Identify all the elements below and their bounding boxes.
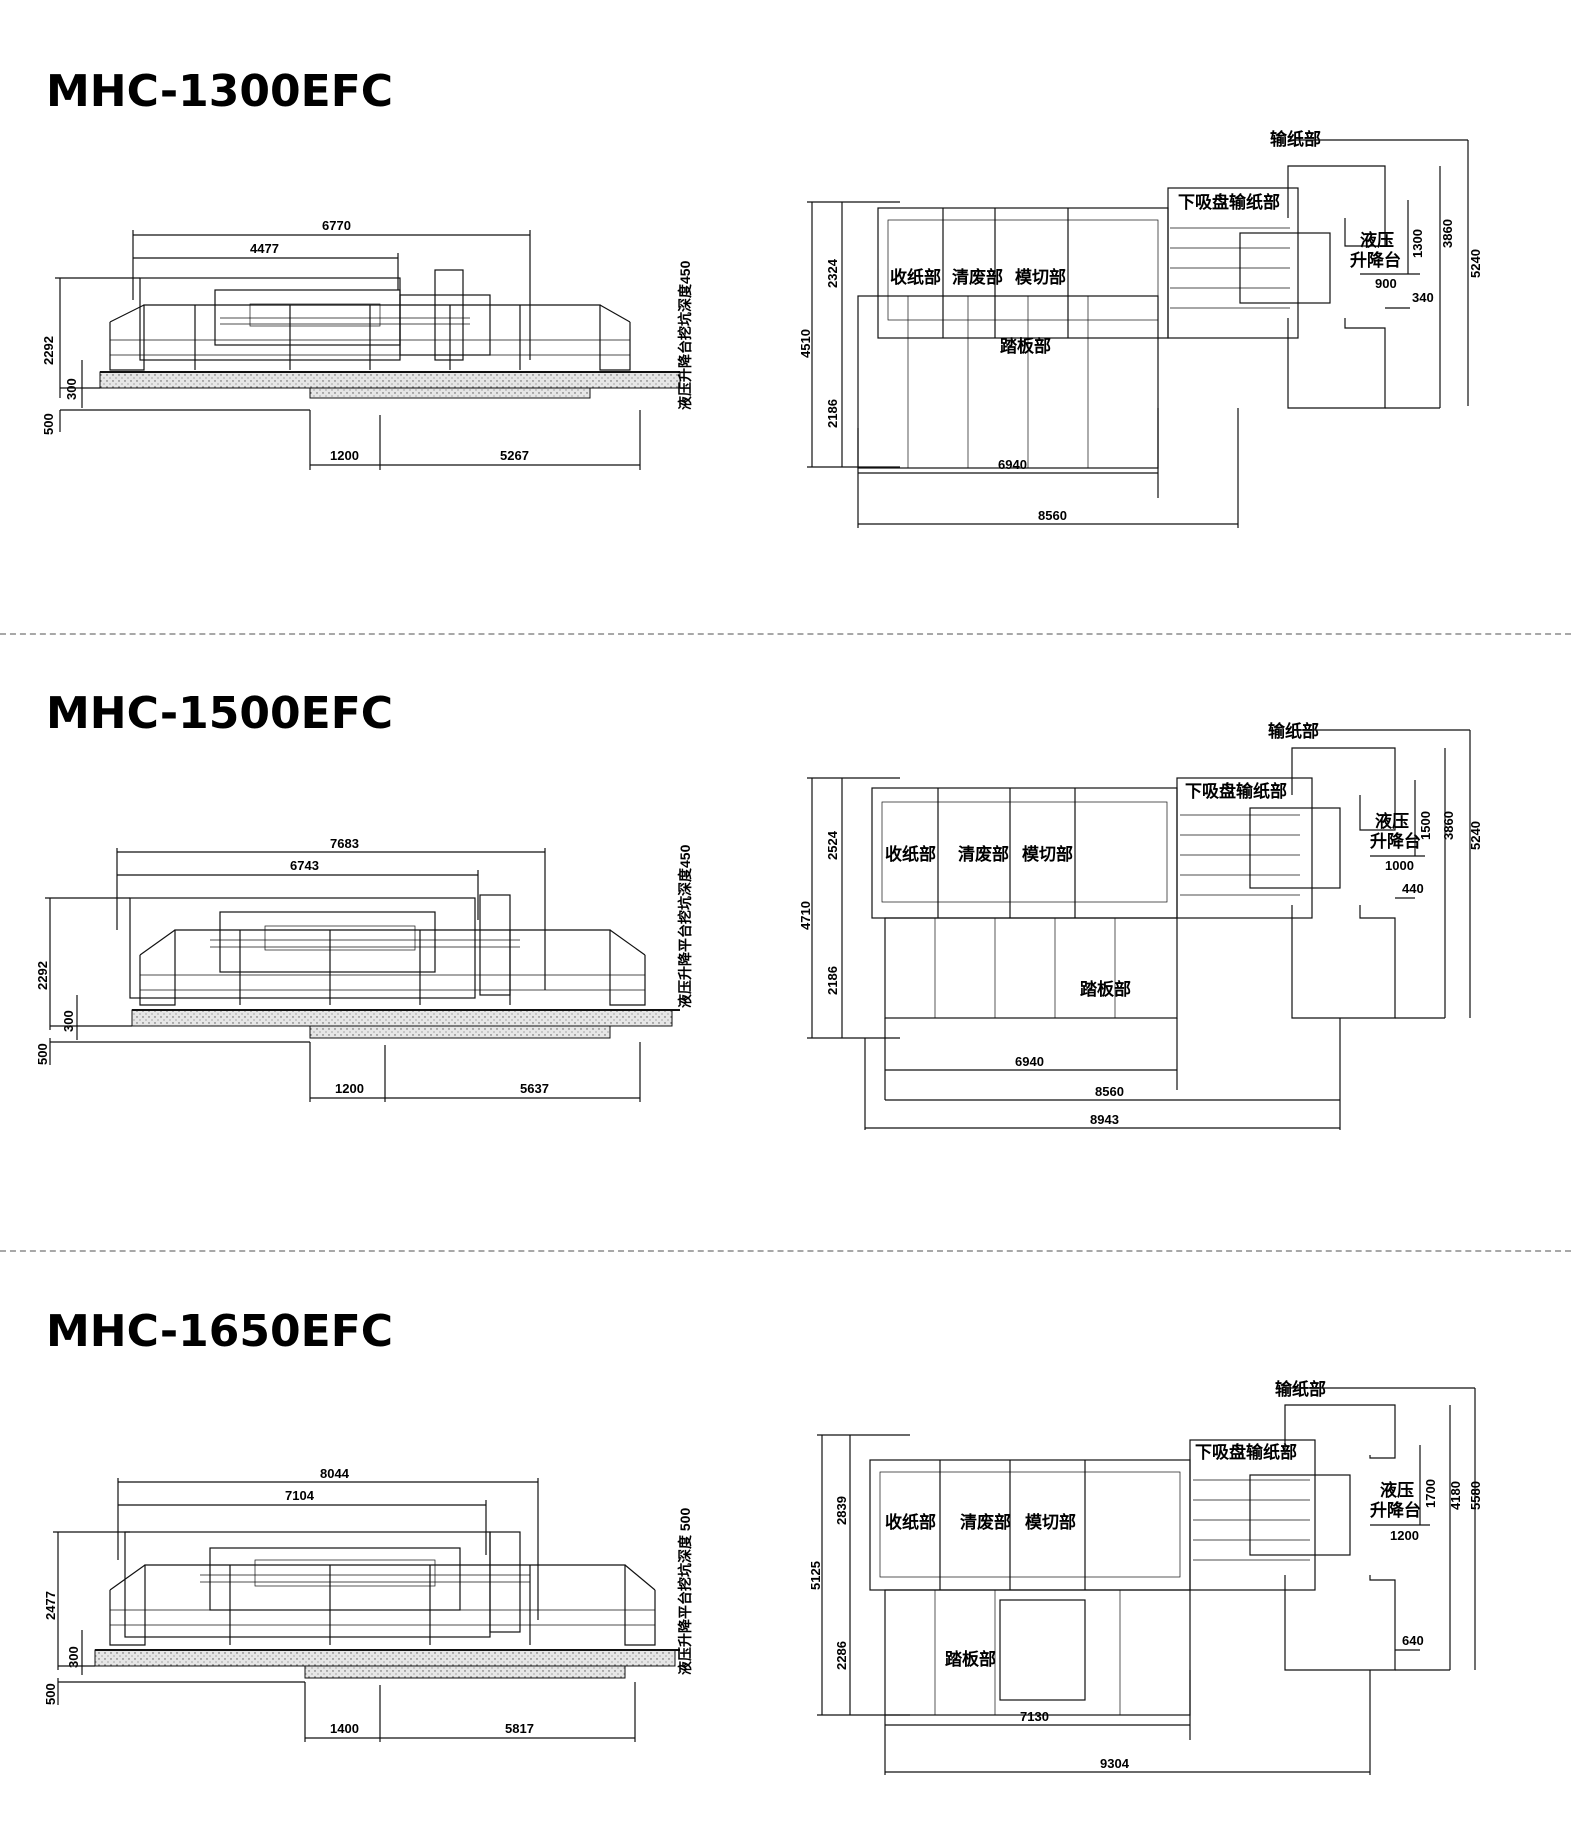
dim-h-total: 2292 [35, 961, 50, 990]
dim-w-small: 1000 [1385, 858, 1414, 873]
dim-h-total: 4510 [798, 329, 813, 358]
label-platform: 踏板部 [1000, 336, 1051, 356]
dim-top-b: 6743 [290, 858, 319, 873]
dim-w-a: 7130 [1020, 1709, 1049, 1724]
label-lift2: 升降台 [1370, 831, 1421, 851]
label-feeder: 输纸部 [1270, 129, 1321, 149]
dim-h-step: 300 [64, 378, 79, 400]
plan-view-drawing: 输纸部 4710 2524 2186 收纸部 清废部 模切部 下吸盘输纸部 液压… [798, 721, 1483, 1130]
dim-w-b: 9304 [1100, 1756, 1130, 1771]
label-diecut: 模切部 [1015, 267, 1066, 287]
dim-h-mid: 3860 [1441, 811, 1456, 840]
label-suction: 下吸盘输纸部 [1185, 781, 1287, 801]
dim-top-a: 6770 [322, 218, 351, 233]
dim-h-bot: 2286 [834, 1641, 849, 1670]
dim-bot-a: 1400 [330, 1721, 359, 1736]
dim-h-total: 5125 [808, 1561, 823, 1590]
dim-h-base: 500 [35, 1043, 50, 1065]
label-lift1: 液压 [1375, 811, 1409, 831]
dim-w-side: 640 [1402, 1633, 1424, 1648]
label-platform: 踏板部 [1080, 979, 1131, 999]
dim-h-small: 1500 [1418, 811, 1433, 840]
plan-view-drawing: 输纸部 4510 2324 2186 收纸部 清废部 模切部 下吸盘输纸部 液压… [798, 129, 1483, 528]
dim-h-right: 5240 [1468, 821, 1483, 850]
side-elevation-drawing: 7683 6743 2292 300 500 1200 5637 液压升降平台挖… [35, 836, 693, 1102]
pit-note: 液压升降台挖坑深度450 [677, 260, 693, 410]
label-delivery: 收纸部 [890, 267, 941, 287]
label-feeder: 输纸部 [1268, 721, 1319, 741]
model-title: MHC-1500EFC [46, 688, 394, 739]
label-feeder: 输纸部 [1275, 1379, 1326, 1399]
plan-view-drawing: 输纸部 5125 2839 2286 收纸部 清废部 模切部 下吸盘输纸部 液压… [808, 1379, 1483, 1775]
label-suction: 下吸盘输纸部 [1195, 1442, 1297, 1462]
dim-h-right: 5240 [1468, 249, 1483, 278]
dim-h-total: 4710 [798, 901, 813, 930]
pit-note: 液压升降平台挖坑深度450 [677, 844, 693, 1008]
dim-bot-b: 5817 [505, 1721, 534, 1736]
section-divider [0, 633, 1571, 635]
dim-w-a: 6940 [1015, 1054, 1044, 1069]
dim-w-small: 1200 [1390, 1528, 1419, 1543]
dim-w-small: 900 [1375, 276, 1397, 291]
label-stripping: 清废部 [952, 267, 1003, 287]
side-elevation-drawing: 8044 7104 2477 300 500 1400 5817 液压升降平台挖… [43, 1466, 693, 1742]
dim-w-b: 8560 [1038, 508, 1067, 523]
label-suction: 下吸盘输纸部 [1178, 192, 1280, 212]
dim-w-a: 6940 [998, 457, 1027, 472]
label-delivery: 收纸部 [885, 844, 936, 864]
dim-top-a: 8044 [320, 1466, 350, 1481]
dim-top-b: 4477 [250, 241, 279, 256]
dim-h-bot: 2186 [825, 399, 840, 428]
dim-h-mid: 3860 [1440, 219, 1455, 248]
label-lift1: 液压 [1360, 230, 1394, 250]
dim-h-bot: 2186 [825, 966, 840, 995]
dim-h-step: 300 [66, 1646, 81, 1668]
dim-bot-a: 1200 [335, 1081, 364, 1096]
dim-bot-a: 1200 [330, 448, 359, 463]
side-elevation-drawing: 6770 4477 2292 300 500 1200 5267 液压升降台挖坑… [41, 218, 693, 470]
dim-bot-b: 5267 [500, 448, 529, 463]
dim-w-b: 8560 [1095, 1084, 1124, 1099]
dim-h-top: 2839 [834, 1496, 849, 1525]
label-delivery: 收纸部 [885, 1512, 936, 1532]
label-stripping: 清废部 [958, 844, 1009, 864]
model-title: MHC-1300EFC [46, 66, 394, 117]
label-lift2: 升降台 [1370, 1500, 1421, 1520]
label-stripping: 清废部 [960, 1512, 1011, 1532]
dim-h-small: 1300 [1410, 229, 1425, 258]
dim-h-top: 2524 [825, 830, 840, 860]
dim-h-total: 2292 [41, 336, 56, 365]
dim-h-small: 1700 [1423, 1479, 1438, 1508]
label-lift2: 升降台 [1350, 250, 1401, 270]
dim-w-side: 440 [1402, 881, 1424, 896]
dim-h-base: 500 [41, 413, 56, 435]
pit-note: 液压升降平台挖坑深度 500 [677, 1508, 693, 1675]
dim-h-top: 2324 [825, 258, 840, 288]
label-lift1: 液压 [1380, 1480, 1414, 1500]
dim-h-base: 500 [43, 1683, 58, 1705]
label-diecut: 模切部 [1025, 1512, 1076, 1532]
model-title: MHC-1650EFC [46, 1306, 394, 1357]
section-divider [0, 1250, 1571, 1252]
label-platform: 踏板部 [945, 1649, 996, 1669]
dim-bot-b: 5637 [520, 1081, 549, 1096]
dim-top-a: 7683 [330, 836, 359, 851]
dim-h-total: 2477 [43, 1591, 58, 1620]
dim-h-right: 5580 [1468, 1481, 1483, 1510]
dim-w-side: 340 [1412, 290, 1434, 305]
dim-h-step: 300 [61, 1010, 76, 1032]
label-diecut: 模切部 [1022, 844, 1073, 864]
dim-w-c: 8943 [1090, 1112, 1119, 1127]
dim-top-b: 7104 [285, 1488, 315, 1503]
dim-h-mid: 4180 [1448, 1481, 1463, 1510]
